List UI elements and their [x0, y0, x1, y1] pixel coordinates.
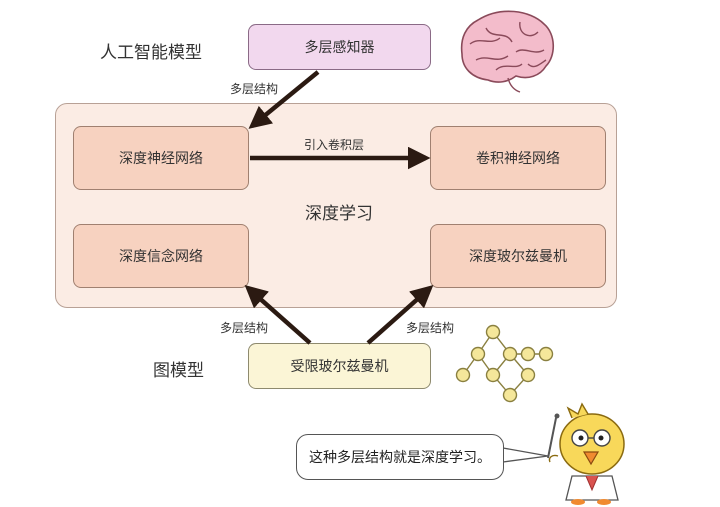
- arrow-perceptron-to-dnn: [248, 70, 320, 129]
- chick-mascot-icon: [547, 402, 625, 505]
- ai-model-label: 人工智能模型: [100, 43, 202, 63]
- dbm-box: 深度玻尔兹曼机: [430, 224, 606, 288]
- arrow-rbm-to-dbm: [366, 285, 434, 345]
- graph-network-icon: [455, 324, 554, 403]
- perceptron-box: 多层感知器: [248, 24, 431, 70]
- dbn-box: 深度信念网络: [73, 224, 249, 288]
- speech-bubble-tail: [502, 447, 549, 463]
- speech-bubble: 这种多层结构就是深度学习。: [296, 434, 504, 480]
- edge-label-rbm-dbn: 多层结构: [220, 321, 269, 335]
- speech-bubble-text: 这种多层结构就是深度学习。: [309, 450, 491, 466]
- brain-icon: [460, 10, 555, 93]
- rbm-box: 受限玻尔兹曼机: [248, 343, 431, 389]
- edge-label-perceptron-dnn: 多层结构: [230, 82, 279, 96]
- cnn-box: 卷积神经网络: [430, 126, 606, 190]
- graph-model-label: 图模型: [153, 361, 204, 381]
- edge-label-rbm-dbm: 多层结构: [406, 321, 455, 335]
- deep-learning-title: 深度学习: [305, 204, 373, 224]
- arrow-rbm-to-dbn: [244, 285, 312, 345]
- edge-label-dnn-cnn: 引入卷积层: [304, 138, 365, 152]
- dnn-box: 深度神经网络: [73, 126, 249, 190]
